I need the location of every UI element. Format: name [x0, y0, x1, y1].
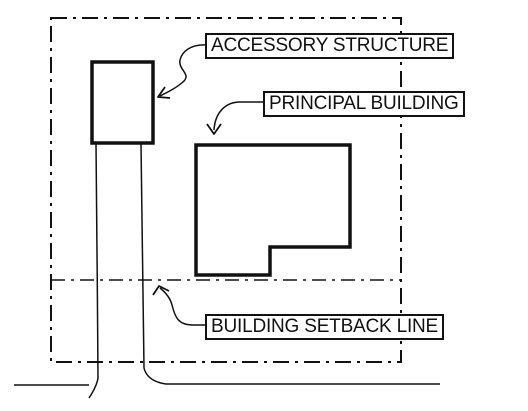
accessory-structure-label: ACCESSORY STRUCTURE — [205, 33, 455, 59]
principal-building-label: PRINCIPAL BUILDING — [263, 91, 465, 117]
driveway-left-line — [88, 142, 99, 399]
accessory-arrowhead-icon — [157, 86, 171, 99]
principal-building-shape — [194, 143, 352, 277]
principal-arrowhead-icon — [206, 123, 222, 135]
setback-arrowhead-icon — [152, 285, 170, 296]
accessory-leader-line — [159, 44, 208, 97]
building-setback-line-label: BUILDING SETBACK LINE — [205, 314, 445, 340]
accessory-structure-shape — [90, 60, 155, 145]
principal-leader-line — [213, 101, 263, 131]
setback-leader-line — [159, 287, 205, 326]
lot-boundary — [50, 17, 402, 363]
driveway-right-line — [140, 142, 440, 385]
